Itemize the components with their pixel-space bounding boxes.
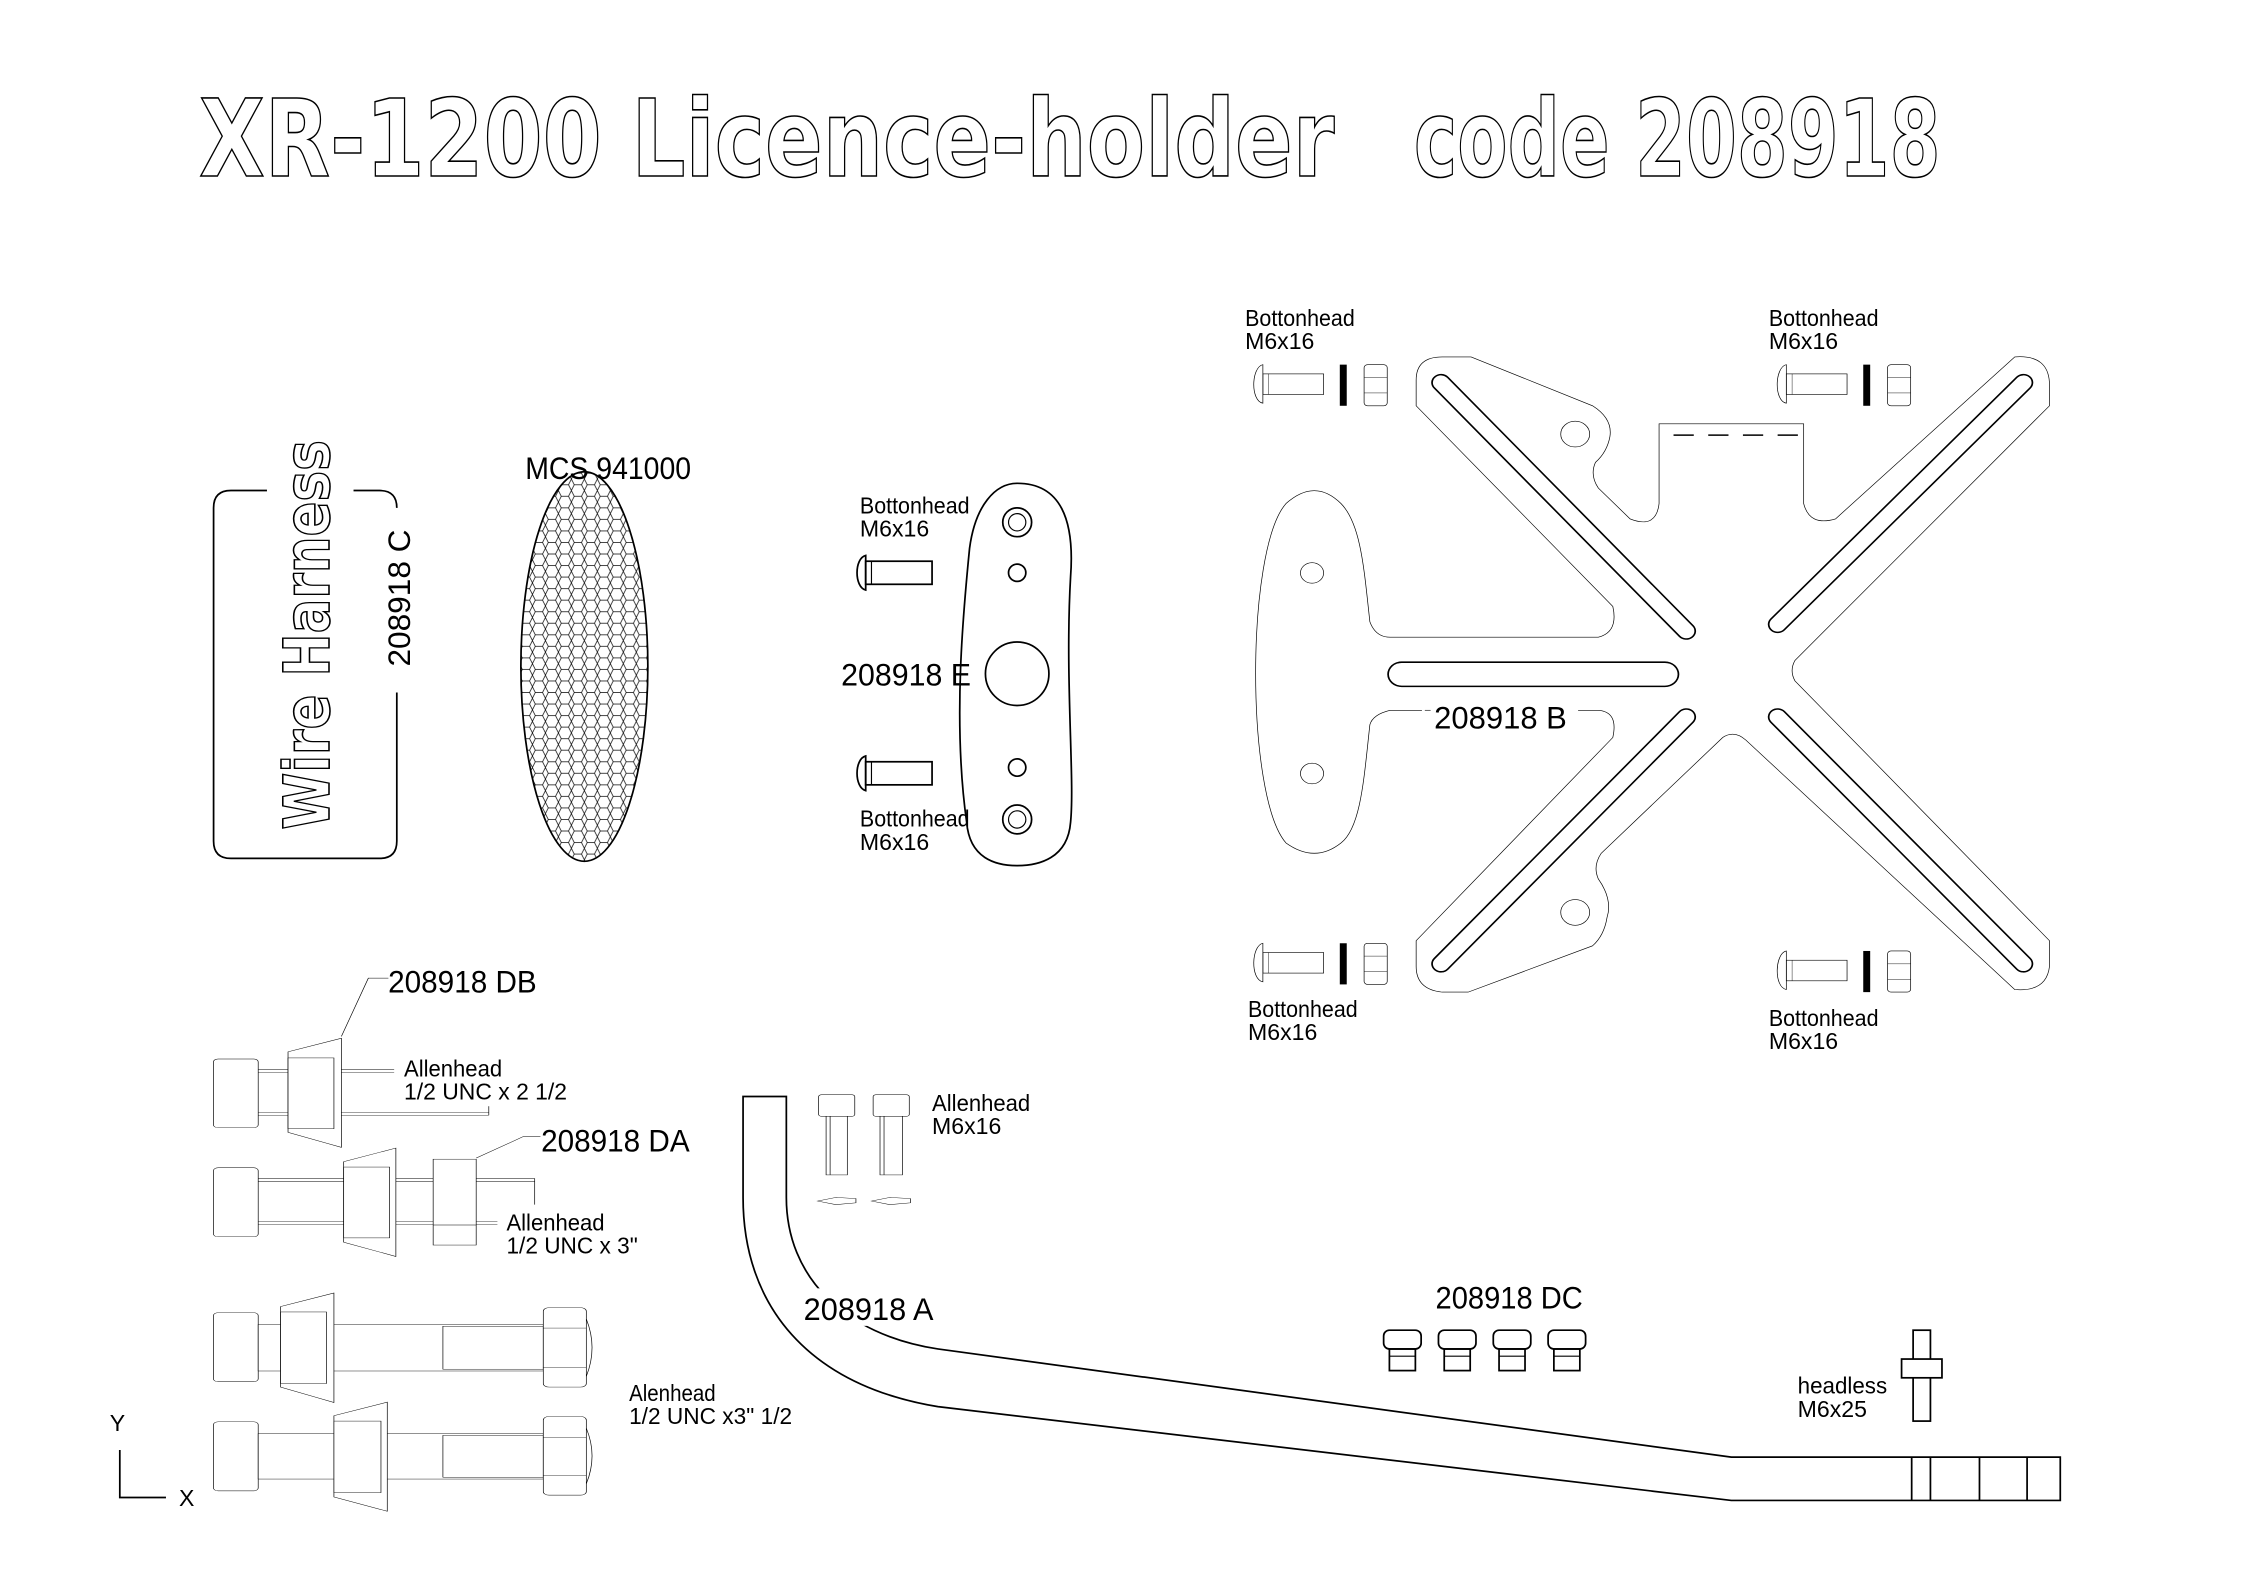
cap-icon bbox=[1492, 1329, 1532, 1372]
wire-harness-label: Wire Harness bbox=[270, 440, 344, 830]
screw-type-label: Allenhead bbox=[506, 1210, 604, 1236]
screw-size-label: 1/2 UNC x3" 1/2 bbox=[629, 1403, 792, 1429]
drawing-code: code 208918 bbox=[1414, 78, 1941, 202]
cap-icon bbox=[1382, 1329, 1423, 1372]
reflector-label: MCS 941000 bbox=[525, 450, 691, 486]
screw-type-label: Bottonhead bbox=[1248, 996, 1358, 1022]
screw-type-label: Bottonhead bbox=[860, 493, 970, 519]
bolt-icon bbox=[856, 755, 933, 792]
screw-size-label: M6x16 bbox=[1245, 328, 1314, 354]
wire-harness: Wire Harness 208918 C bbox=[212, 439, 417, 860]
screw-type-label: Allenhead bbox=[404, 1055, 502, 1081]
part-c-label: 208918 C bbox=[381, 529, 417, 666]
reflector-shape bbox=[520, 470, 649, 863]
part-a-arm: 208918 A bbox=[742, 1095, 2062, 1502]
y-axis-label: Y bbox=[110, 1410, 125, 1436]
screw-size-label: M6x16 bbox=[1769, 328, 1838, 354]
part-e: 208918 E Bottonhead M6x16 Bottonhead M6x… bbox=[841, 482, 1073, 867]
headless-screw: headless M6x25 bbox=[1798, 1329, 1943, 1422]
bolt-washer-nut-icon bbox=[1776, 364, 1912, 407]
part-dc: 208918 DC bbox=[1382, 1280, 1587, 1372]
screw-size-label: 1/2 UNC x 3" bbox=[506, 1233, 637, 1259]
screw-size-label: M6x16 bbox=[860, 829, 929, 855]
screw-size-label: 1/2 UNC x 2 1/2 bbox=[404, 1078, 567, 1104]
screw-size-label: M6x16 bbox=[1248, 1019, 1317, 1045]
part-da-label: 208918 DA bbox=[541, 1122, 690, 1158]
screw-type-label: Bottonhead bbox=[860, 806, 970, 832]
screw-type-label: Allenhead bbox=[932, 1090, 1030, 1116]
axis-indicator: Y X bbox=[110, 1410, 195, 1511]
screw-type-label: headless bbox=[1798, 1373, 1887, 1399]
bolt-assemblies: 208918 DB 208918 DA Allenhead 1/2 UNC x … bbox=[213, 964, 1030, 1512]
reflector: MCS 941000 bbox=[520, 450, 691, 863]
cap-icon bbox=[1547, 1329, 1587, 1372]
screw-type-label: Bottonhead bbox=[1769, 305, 1879, 331]
screw-type-label: Alenhead bbox=[629, 1380, 716, 1406]
bolt-washer-nut-icon bbox=[1253, 364, 1388, 407]
screw-type-label: Bottonhead bbox=[1245, 305, 1355, 331]
bolt-icon bbox=[856, 554, 933, 591]
cap-icon bbox=[1437, 1329, 1477, 1372]
screw-size-label: M6x16 bbox=[932, 1113, 1001, 1139]
screw-size-label: M6x16 bbox=[1769, 1028, 1838, 1054]
screw-type-label: Bottonhead bbox=[1769, 1005, 1879, 1031]
x-axis-label: X bbox=[179, 1485, 194, 1511]
part-e-label: 208918 E bbox=[841, 656, 971, 692]
bolt-washer-nut-icon bbox=[1253, 942, 1388, 985]
part-dc-label: 208918 DC bbox=[1436, 1280, 1583, 1316]
screw-size-label: M6x16 bbox=[860, 516, 929, 542]
part-b-label: 208918 B bbox=[1434, 700, 1567, 736]
part-b: 208918 B Bottonhead M6x16 Bottonhead M6x… bbox=[1245, 305, 2050, 1054]
part-a-label: 208918 A bbox=[804, 1291, 935, 1327]
bolt-washer-nut-icon bbox=[1776, 950, 1912, 993]
drawing-title: XR-1200 Licence-holder bbox=[199, 78, 1335, 202]
part-db-label: 208918 DB bbox=[388, 964, 537, 1000]
screw-size-label: M6x25 bbox=[1798, 1396, 1867, 1422]
